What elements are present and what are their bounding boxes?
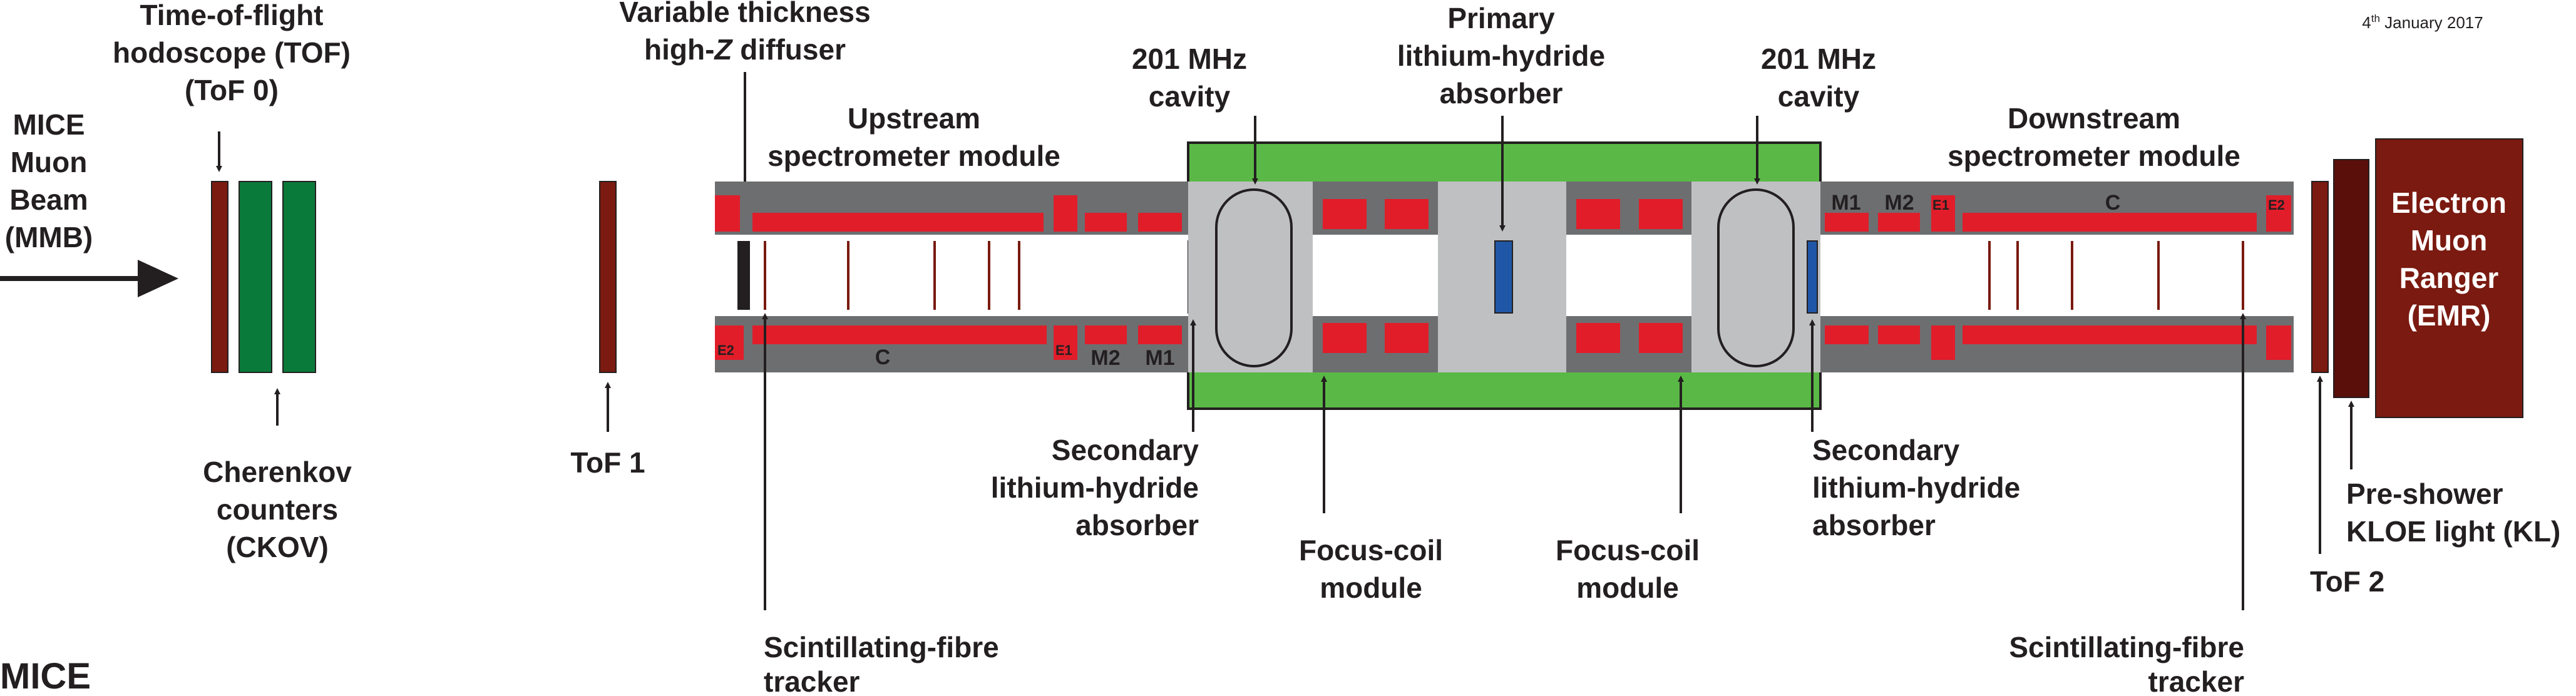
secondary-right-label: Secondary lithium-hydride absorber (1812, 434, 2020, 541)
svg-text:hodoscope (TOF): hodoscope (TOF) (113, 36, 351, 69)
svg-text:lithium-hydride: lithium-hydride (1397, 39, 1605, 72)
svg-text:lithium-hydride: lithium-hydride (991, 471, 1199, 504)
coil-code-e2-up: E2 (717, 342, 734, 358)
svg-text:(EMR): (EMR) (2408, 299, 2491, 332)
ckov-counter-1 (239, 181, 272, 373)
up-spec-label: Upstream spectrometer module (767, 102, 1060, 172)
svg-text:201 MHz: 201 MHz (1761, 43, 1876, 75)
coil-code-m1-down: M1 (1831, 191, 1860, 215)
svg-text:absorber: absorber (1812, 509, 1936, 541)
coil-code-c-down: C (2105, 191, 2121, 215)
cavity-left (1215, 188, 1293, 367)
svg-text:MICE: MICE (13, 108, 85, 141)
cavity-left-label: 201 MHz cavity (1132, 43, 1247, 113)
svg-text:KLOE light (KL): KLOE light (KL) (2346, 515, 2560, 548)
secondary-left-label: Secondary lithium-hydride absorber (991, 434, 1199, 541)
svg-text:Focus-coil: Focus-coil (1556, 534, 1700, 566)
diffuser-label: Variable thickness high-Z diffuser (619, 0, 870, 66)
svg-text:Scintillating-fibre: Scintillating-fibre (2009, 631, 2244, 663)
coil-code-e1-up: E1 (1055, 342, 1072, 358)
tof1-detector (599, 181, 617, 373)
scifi-left-label: Scintillating-fibre tracker (764, 631, 999, 696)
tof1-label: ToF 1 (570, 446, 645, 479)
svg-text:(MMB): (MMB) (5, 221, 93, 253)
svg-text:201 MHz: 201 MHz (1132, 43, 1247, 75)
svg-text:Muon: Muon (2411, 224, 2488, 257)
emr-detector (2375, 138, 2523, 418)
svg-text:(ToF 0): (ToF 0) (185, 74, 279, 106)
svg-text:Electron: Electron (2391, 187, 2507, 219)
svg-text:high-Z diffuser: high-Z diffuser (644, 33, 846, 66)
svg-text:spectrometer module: spectrometer module (1947, 140, 2240, 172)
cavity-right (1717, 188, 1795, 367)
svg-text:absorber: absorber (1075, 509, 1199, 541)
primary-absorber-label: Primary lithium-hydride absorber (1397, 2, 1605, 110)
coil-code-c-up: C (875, 345, 891, 369)
svg-text:Beam: Beam (9, 183, 88, 216)
tof0-label: Time-of-flight hodoscope (TOF) (ToF 0) (113, 0, 351, 106)
kl-label: Pre-shower KLOE light (KL) (2346, 478, 2560, 548)
svg-text:Variable thickness: Variable thickness (619, 0, 870, 28)
svg-text:Time-of-flight: Time-of-flight (140, 0, 324, 31)
svg-text:cavity: cavity (1149, 80, 1231, 113)
upstream-spectrometer (715, 182, 1188, 372)
svg-text:lithium-hydride: lithium-hydride (1812, 471, 2020, 504)
svg-text:module: module (1320, 571, 1422, 604)
svg-text:tracker: tracker (764, 665, 860, 696)
page-title: MICE (0, 656, 91, 696)
mmb-label: MICE Muon Beam (MMB) (5, 108, 93, 253)
svg-text:Ranger: Ranger (2399, 262, 2499, 294)
beam-arrow (0, 260, 178, 297)
svg-text:counters: counters (217, 493, 338, 526)
ckov-label: Cherenkov counters (CKOV) (203, 456, 352, 563)
svg-text:module: module (1576, 571, 1679, 604)
coil-code-m2-down: M2 (1884, 191, 1914, 215)
secondary-absorber-right (1807, 240, 1818, 314)
coil-code-m2-up: M2 (1090, 346, 1120, 370)
svg-text:Muon: Muon (11, 146, 88, 178)
upstream-tracker-stations (764, 241, 1020, 310)
down-spec-label: Downstream spectrometer module (1947, 102, 2240, 172)
kl-detector (2333, 159, 2369, 398)
downstream-tracker-stations (1988, 241, 2244, 310)
primary-absorber (1494, 240, 1513, 314)
svg-text:Primary: Primary (1447, 2, 1555, 34)
tof2-label: ToF 2 (2310, 565, 2384, 598)
emr-label: Electron Muon Ranger (EMR) (2391, 187, 2507, 332)
svg-text:Secondary: Secondary (1052, 434, 1199, 466)
tof2-detector (2311, 181, 2329, 373)
svg-text:absorber: absorber (1440, 77, 1563, 110)
svg-text:Scintillating-fibre: Scintillating-fibre (764, 631, 999, 663)
scifi-right-label: Scintillating-fibre tracker (2009, 631, 2244, 696)
coil-code-e2-down: E2 (2268, 197, 2285, 213)
svg-text:Upstream: Upstream (848, 102, 980, 135)
tof0-detector (211, 181, 228, 373)
svg-text:Focus-coil: Focus-coil (1299, 534, 1443, 566)
svg-text:Secondary: Secondary (1812, 434, 1960, 466)
svg-text:Downstream: Downstream (2008, 102, 2180, 135)
coil-code-e1-down: E1 (1932, 197, 1949, 213)
svg-text:Pre-shower: Pre-shower (2346, 478, 2503, 510)
focus-right-label: Focus-coil module (1556, 534, 1700, 604)
focus-left-label: Focus-coil module (1299, 534, 1443, 604)
date-label: 4th January 2017 (2362, 13, 2483, 32)
svg-text:tracker: tracker (2148, 665, 2245, 696)
svg-text:spectrometer module: spectrometer module (767, 140, 1060, 172)
svg-text:Cherenkov: Cherenkov (203, 456, 352, 488)
diffuser (737, 241, 750, 310)
svg-text:(CKOV): (CKOV) (226, 531, 329, 563)
downstream-spectrometer (1820, 182, 2294, 372)
ckov-counter-2 (282, 181, 316, 373)
coil-code-m1-up: M1 (1145, 346, 1174, 370)
cavity-right-label: 201 MHz cavity (1761, 43, 1876, 113)
svg-text:cavity: cavity (1778, 80, 1860, 113)
